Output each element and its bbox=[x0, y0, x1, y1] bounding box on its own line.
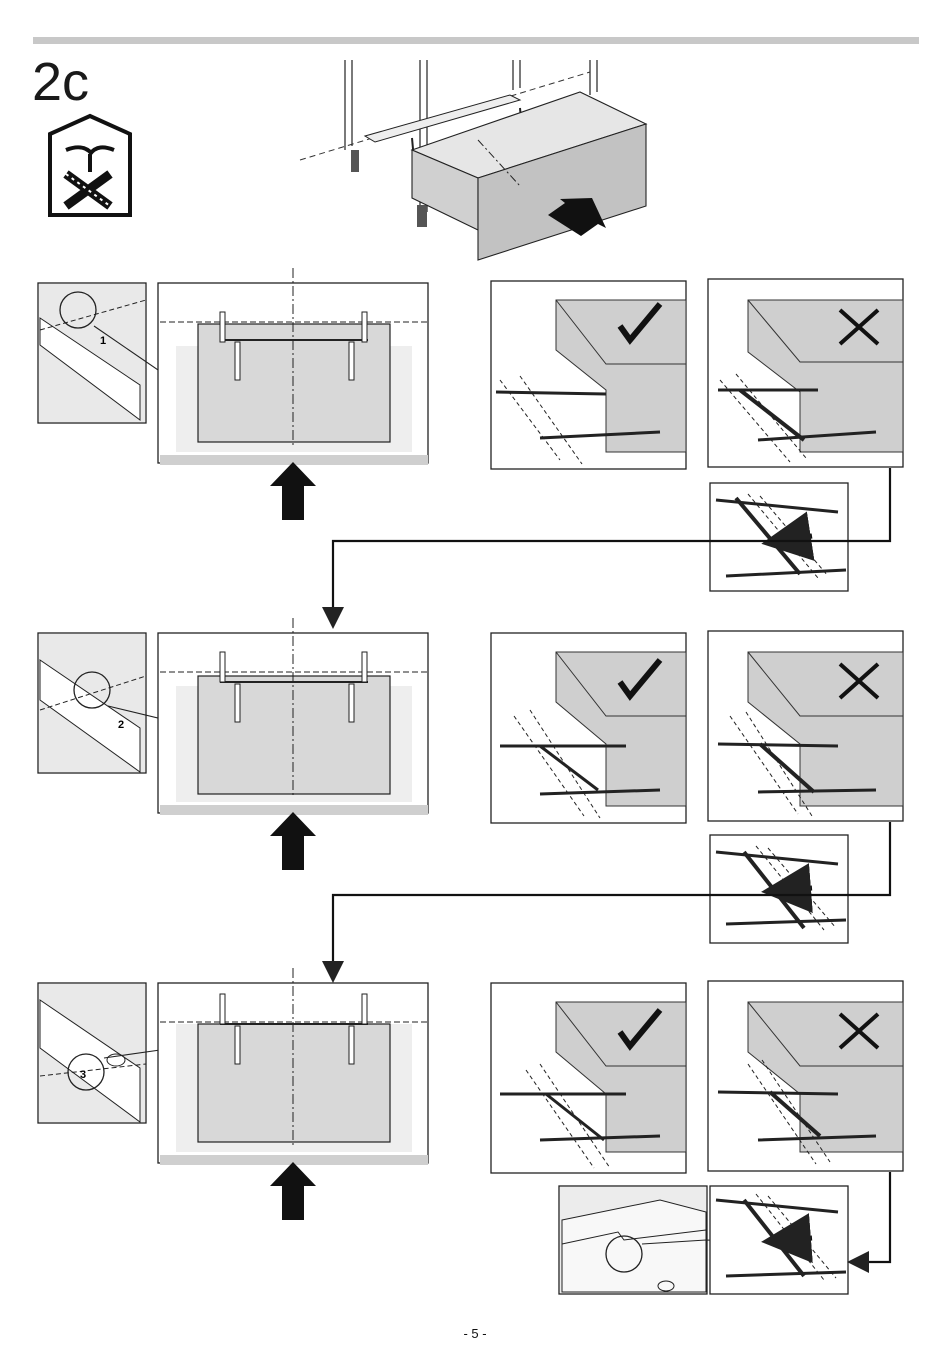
detail-number: 1 bbox=[100, 335, 106, 347]
row-1: 1 bbox=[38, 268, 903, 618]
up-arrow-icon bbox=[270, 1162, 316, 1220]
row-2: 2 bbox=[38, 618, 903, 972]
detail-number: 2 bbox=[118, 719, 124, 731]
cabinet-overview bbox=[300, 60, 646, 260]
no-tools-house-icon bbox=[50, 116, 130, 215]
up-arrow-icon bbox=[270, 812, 316, 870]
page-number: - 5 - bbox=[0, 1326, 950, 1341]
detail-number: 3 bbox=[80, 1069, 86, 1081]
row-3: 3 bbox=[38, 968, 903, 1294]
correction-detail-2 bbox=[710, 835, 848, 943]
up-arrow-icon bbox=[270, 462, 316, 520]
